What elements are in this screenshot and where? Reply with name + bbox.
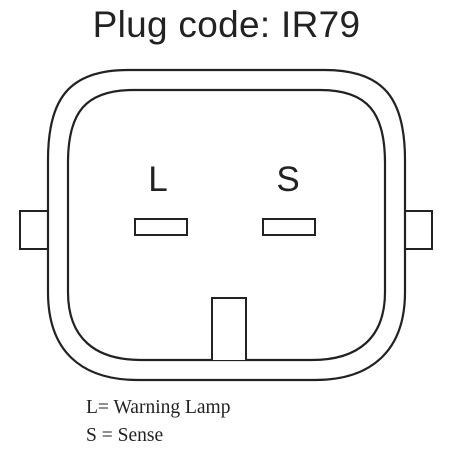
legend-meaning: Warning Lamp (113, 397, 231, 418)
legend-key: L (86, 397, 98, 418)
legend-meaning: Sense (117, 425, 164, 446)
legend-row-warning-lamp: L= Warning Lamp (86, 394, 230, 422)
pin-label-s: S (276, 160, 299, 199)
pin-slot-l (134, 218, 188, 236)
legend-key: S (86, 425, 97, 446)
left-side-tab (19, 210, 53, 250)
legend-equals: = (101, 425, 113, 446)
legend-equals: = (97, 397, 109, 418)
pin-legend: L= Warning Lamp S = Sense (86, 394, 230, 450)
legend-row-sense: S = Sense (86, 422, 230, 450)
plug-inner-housing (66, 88, 387, 362)
pin-label-l: L (148, 160, 167, 199)
pin-slot-s (262, 218, 316, 236)
diagram-title: Plug code: IR79 (92, 4, 361, 45)
bottom-key-notch (211, 297, 247, 360)
